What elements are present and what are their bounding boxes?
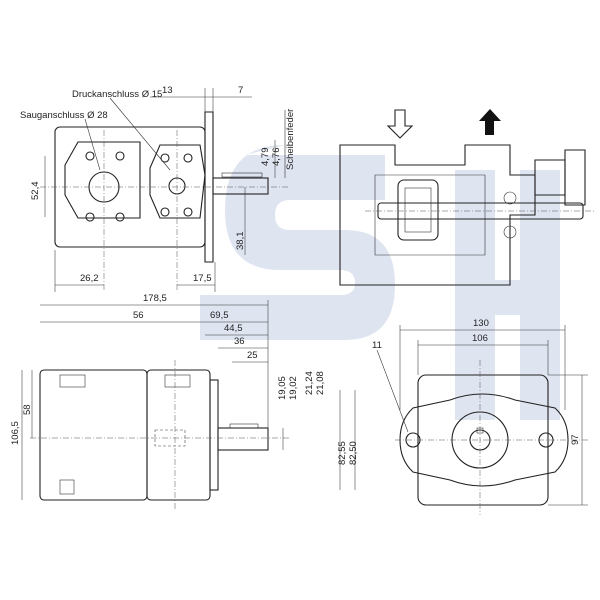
dim-25: 25 (247, 350, 258, 361)
dim-17-5: 17,5 (193, 273, 212, 284)
rear-view (40, 111, 290, 290)
dim-82-55: 82,55 (337, 441, 348, 465)
side-view (30, 360, 290, 510)
dim-38-1: 38,1 (235, 232, 246, 251)
dim-21-08: 21,08 (315, 371, 326, 395)
dim-58: 58 (22, 404, 33, 415)
dim-106-5: 106,5 (10, 421, 21, 445)
watermark-logo (200, 145, 560, 420)
dim-56: 56 (133, 310, 144, 321)
dim-21-24: 21,24 (304, 371, 315, 395)
dim-36: 36 (234, 336, 245, 347)
dim-44-5: 44,5 (224, 323, 243, 334)
dim-4-79: 4,79 (260, 148, 271, 167)
front-view (395, 360, 590, 515)
dim-26-2: 26,2 (80, 273, 99, 284)
dim-178-5: 178,5 (143, 293, 167, 304)
dim-19-02: 19,02 (288, 376, 299, 400)
rear-view-dimensions: 13 7 Druckanschluss Ø 15 Sauganschluss Ø… (20, 85, 296, 292)
dim-130: 130 (473, 318, 489, 329)
dim-19-05: 19,05 (277, 376, 288, 400)
front-view-dimensions: 130 106 11 97 (372, 318, 588, 506)
dim-97: 97 (570, 434, 581, 445)
dim-4-76: 4,76 (271, 148, 282, 167)
section-view (339, 109, 595, 286)
dim-82-50: 82,50 (348, 441, 359, 465)
key-label: Scheibenfeder (285, 109, 296, 170)
dim-52-4: 52,4 (30, 182, 41, 201)
dim-106: 106 (472, 333, 488, 344)
dim-7: 7 (238, 85, 243, 96)
arrow-down-outline-icon (386, 109, 414, 139)
dim-69-5: 69,5 (210, 310, 229, 321)
suction-port-label: Sauganschluss Ø 28 (20, 110, 108, 121)
pressure-port-label: Druckanschluss Ø 15 (72, 89, 162, 100)
arrow-up-solid-icon (479, 109, 501, 135)
side-view-dimensions: 178,5 56 69,5 44,5 36 25 106,5 58 19,05 … (10, 293, 359, 500)
dim-11: 11 (372, 340, 382, 351)
dim-13: 13 (162, 85, 173, 96)
